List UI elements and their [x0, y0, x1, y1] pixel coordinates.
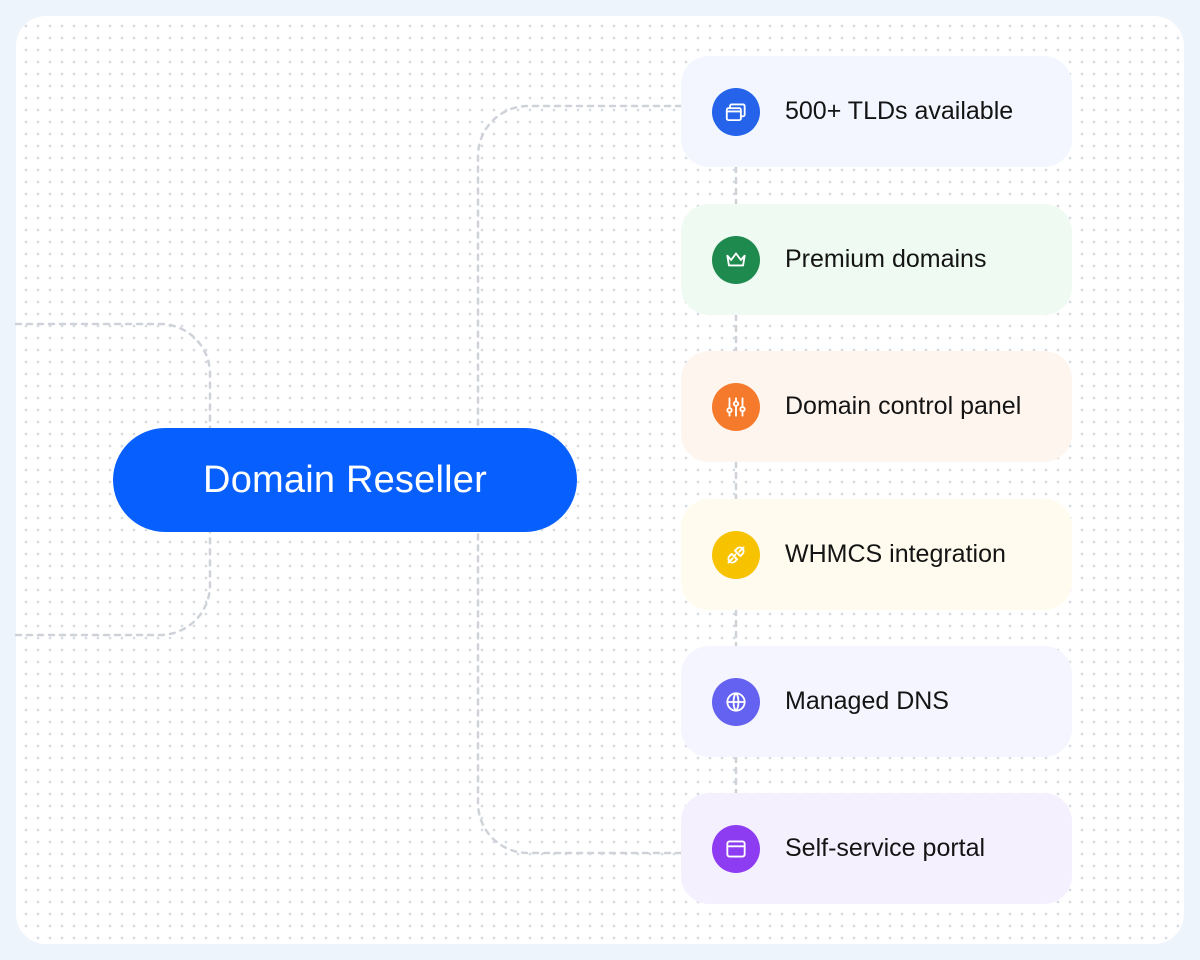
stacked-windows-icon — [712, 87, 760, 136]
feature-label: WHMCS integration — [785, 540, 1006, 568]
feature-card-whmcs: WHMCS integration — [681, 499, 1072, 610]
plug-icon — [712, 530, 760, 579]
center-node-label: Domain Reseller — [203, 458, 487, 501]
crown-icon — [712, 235, 760, 284]
browser-window-icon — [712, 824, 760, 873]
feature-card-tlds: 500+ TLDs available — [681, 56, 1072, 167]
feature-label: Self-service portal — [785, 834, 986, 862]
feature-label: Domain control panel — [785, 392, 1022, 420]
sliders-icon — [712, 382, 760, 431]
feature-label: Managed DNS — [785, 687, 949, 715]
globe-icon — [712, 677, 760, 726]
center-node: Domain Reseller — [113, 428, 577, 532]
feature-card-premium: Premium domains — [681, 204, 1072, 315]
feature-card-portal: Self-service portal — [681, 793, 1072, 904]
feature-label: 500+ TLDs available — [785, 97, 1014, 125]
feature-card-control-panel: Domain control panel — [681, 351, 1072, 462]
feature-card-dns: Managed DNS — [681, 646, 1072, 757]
feature-label: Premium domains — [785, 245, 987, 273]
